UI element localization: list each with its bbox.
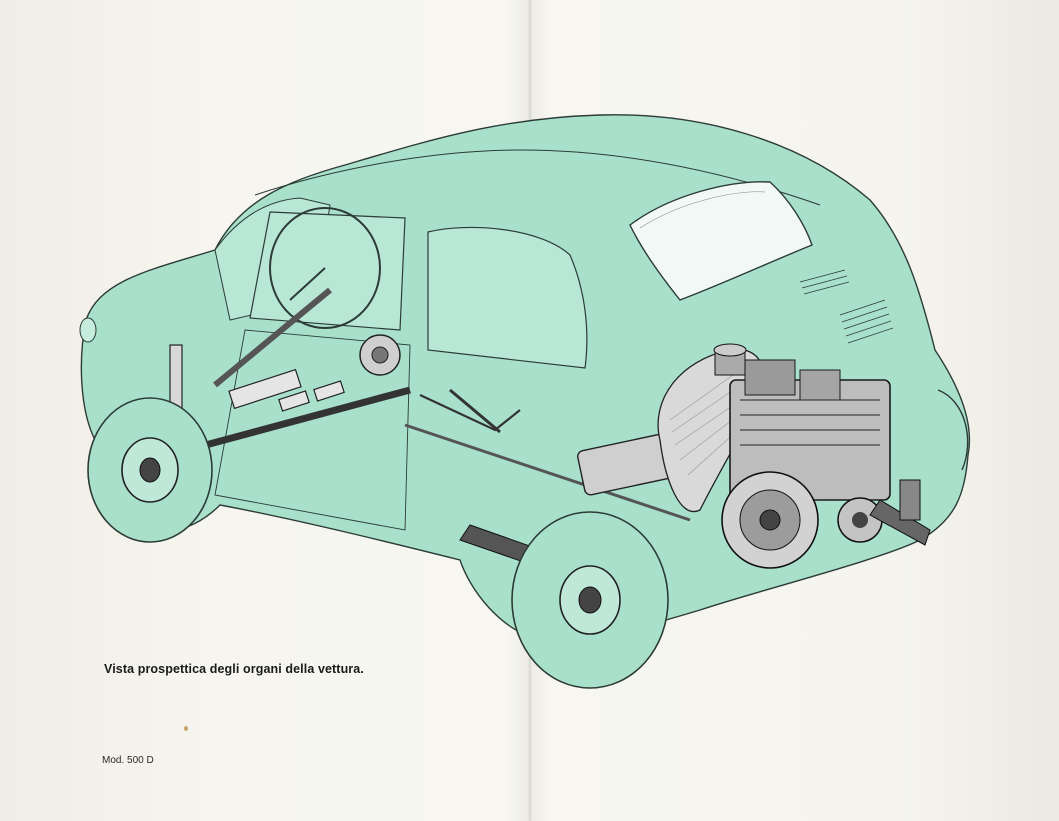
handbrake: [449, 388, 501, 434]
figure-caption: Vista prospettica degli organi della vet…: [104, 662, 364, 676]
roof-line: [254, 149, 821, 206]
headlight: [79, 317, 97, 343]
steering-column: [213, 287, 332, 388]
paper-speck: [184, 726, 188, 731]
model-label: Mod. 500 D: [102, 755, 154, 766]
rear-window: [629, 181, 813, 301]
rear-wheel: [511, 511, 669, 689]
front-wheel: [87, 397, 213, 543]
steering-wheel: [269, 207, 381, 329]
rear-bumper: [937, 389, 969, 471]
door-window: [249, 211, 406, 331]
drive-tunnel: [404, 423, 691, 522]
pedal-linkage: [228, 368, 345, 412]
engine-vents: [799, 269, 894, 344]
side-window: [427, 226, 588, 369]
engine: [713, 343, 931, 569]
